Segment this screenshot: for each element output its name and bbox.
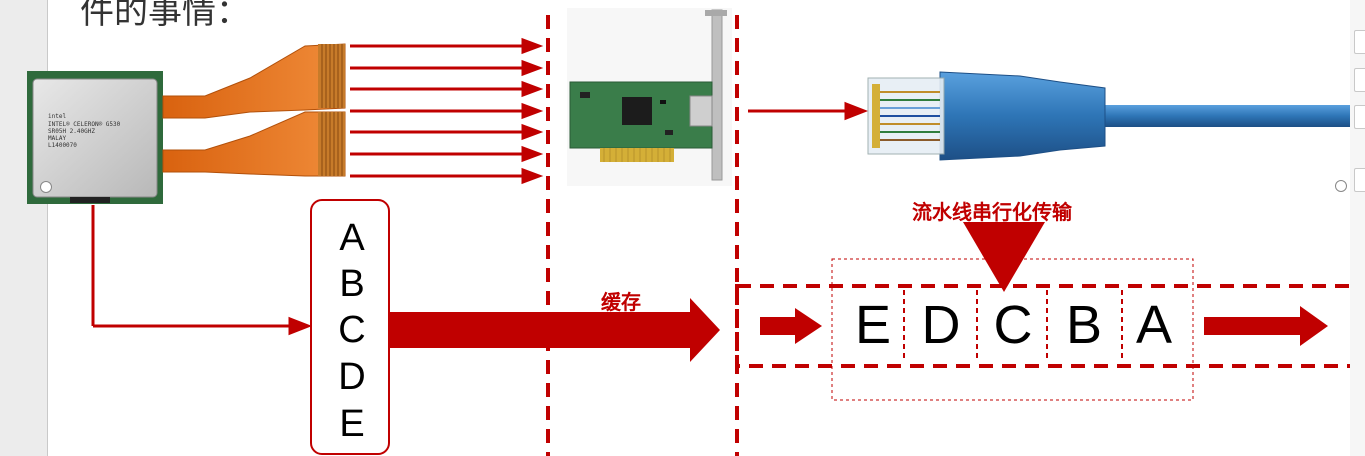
pipeline-letter: A bbox=[1135, 295, 1173, 355]
cache-label: 缓存 bbox=[601, 290, 641, 314]
ribbon-cable-lower bbox=[162, 111, 346, 177]
sequence-letter: E bbox=[339, 403, 365, 445]
pipeline-letter: E bbox=[854, 295, 892, 355]
pipeline-letter: C bbox=[993, 295, 1033, 355]
pipeline-dashed-outer bbox=[735, 284, 1365, 368]
pipeline-label: 流水线串行化传输 bbox=[912, 200, 1072, 224]
parallel-sequence-box: A B C D E bbox=[310, 199, 390, 455]
cpu-origin: MALAY bbox=[48, 135, 66, 142]
sequence-letter: B bbox=[339, 263, 365, 305]
cpu-brand: intel bbox=[48, 113, 66, 120]
pipeline-cell-dividers bbox=[903, 290, 1123, 362]
nic-to-cable-arrow bbox=[748, 101, 869, 121]
side-tab[interactable] bbox=[1354, 168, 1365, 192]
pipeline-letter: B bbox=[1065, 295, 1103, 355]
pipeline-letter: D bbox=[921, 295, 961, 355]
resize-handle[interactable] bbox=[40, 181, 52, 193]
sequence-letter: C bbox=[338, 309, 366, 351]
right-panel-edge bbox=[1350, 0, 1365, 456]
slide-title-fragment: 件的事情： bbox=[80, 0, 250, 32]
resize-handle[interactable] bbox=[1335, 180, 1347, 192]
pipeline-pointer-triangle bbox=[963, 222, 1045, 292]
cpu-lot: L1400070 bbox=[48, 142, 77, 149]
cpu-model: INTEL® CELERON® G530 bbox=[48, 121, 121, 128]
pipeline-in-arrow bbox=[760, 308, 822, 344]
cpu-spec: SR05H 2.40GHZ bbox=[48, 128, 95, 135]
side-tab[interactable] bbox=[1354, 30, 1365, 54]
network-card-image bbox=[567, 8, 732, 186]
ethernet-cable-image bbox=[867, 71, 1365, 161]
side-tab[interactable] bbox=[1354, 68, 1365, 92]
side-tab[interactable] bbox=[1354, 105, 1365, 129]
pipeline-out-arrow bbox=[1204, 306, 1328, 346]
sequence-letter: D bbox=[338, 356, 366, 398]
parallel-arrows bbox=[350, 37, 544, 185]
ribbon-cable-upper bbox=[162, 43, 346, 119]
cpu-to-buffer-arrow bbox=[91, 205, 313, 336]
buffer-big-arrow bbox=[390, 298, 720, 362]
sequence-letter: A bbox=[339, 217, 365, 259]
